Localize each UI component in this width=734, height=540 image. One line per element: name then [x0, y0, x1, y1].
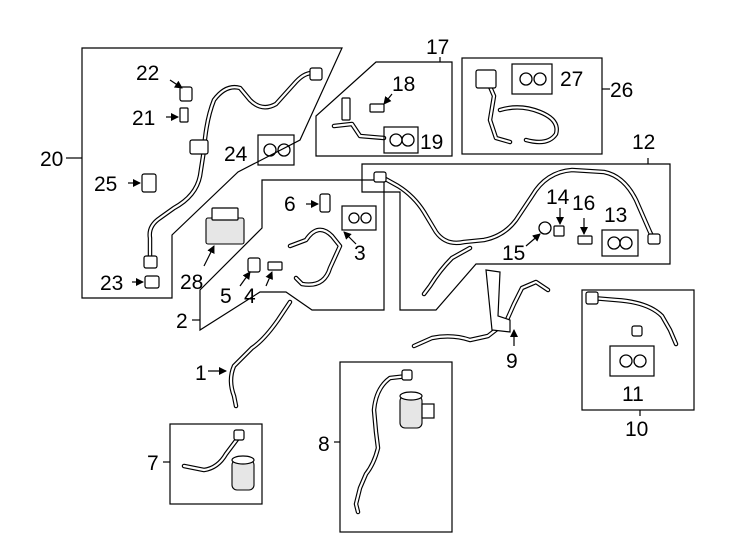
callout-27: 27 — [560, 68, 583, 91]
callout-4: 4 — [244, 285, 256, 308]
seal-15 — [525, 221, 552, 247]
callout-23: 23 — [100, 272, 123, 295]
valve-14 — [553, 208, 565, 237]
seal-kit-24 — [257, 134, 295, 166]
valve-5 — [239, 257, 261, 287]
callout-15: 15 — [502, 242, 525, 265]
callout-5: 5 — [220, 285, 232, 308]
group-20-box — [66, 47, 343, 299]
tube-bracket-9 — [411, 269, 551, 349]
valve-16 — [577, 218, 593, 245]
callout-13: 13 — [604, 204, 627, 227]
accumulator-hose-26 — [475, 69, 559, 145]
callout-9: 9 — [506, 350, 518, 373]
seal-kit-19 — [383, 126, 419, 154]
callout-22: 22 — [136, 62, 159, 85]
callout-8: 8 — [318, 433, 330, 456]
callout-11: 11 — [622, 383, 644, 406]
callout-20: 20 — [40, 148, 63, 171]
group-12-hose — [373, 167, 661, 297]
group-17-hose — [331, 97, 387, 141]
hose-10 — [585, 291, 679, 347]
valve-18 — [369, 93, 393, 113]
callout-3: 3 — [354, 242, 366, 265]
group-20-hose — [143, 67, 323, 269]
callout-26: 26 — [610, 79, 633, 102]
seal-kit-13 — [601, 229, 639, 257]
callout-17: 17 — [426, 36, 449, 59]
cap-23 — [132, 275, 160, 289]
callout-16: 16 — [572, 192, 595, 215]
seal-kit-11 — [609, 345, 655, 377]
callout-24: 24 — [224, 143, 248, 166]
callout-6: 6 — [284, 193, 296, 216]
group-17-box — [315, 57, 453, 157]
callout-25: 25 — [94, 173, 117, 196]
callout-1: 1 — [195, 362, 207, 385]
group-2-hose — [287, 227, 343, 287]
seal-kit-27 — [511, 63, 553, 95]
callout-19: 19 — [420, 131, 443, 154]
callout-21: 21 — [132, 107, 155, 130]
callout-14: 14 — [546, 186, 570, 209]
valve-25 — [128, 173, 157, 193]
drier-7 — [231, 455, 255, 491]
callout-12: 12 — [632, 131, 655, 154]
group-12-box — [361, 158, 671, 311]
seal-kit-3 — [341, 205, 377, 245]
callout-2: 2 — [176, 310, 188, 333]
callout-28: 28 — [180, 271, 203, 294]
callout-7: 7 — [147, 452, 159, 475]
valve-6 — [306, 193, 331, 213]
group-2-box — [192, 179, 385, 332]
valve-4 — [265, 261, 283, 287]
valve-21 — [166, 107, 189, 123]
sensor-module-28 — [203, 207, 245, 267]
group-8-box — [334, 361, 453, 533]
callout-10: 10 — [625, 418, 648, 441]
tube-1 — [208, 299, 293, 409]
fitting-22 — [169, 79, 193, 102]
hose-8 — [353, 369, 413, 515]
group-7-box — [163, 423, 263, 505]
callout-18: 18 — [392, 73, 415, 96]
hose-7 — [181, 429, 245, 473]
group-10-box — [581, 289, 695, 416]
drier-8 — [399, 391, 435, 429]
group-26-box — [461, 57, 610, 155]
